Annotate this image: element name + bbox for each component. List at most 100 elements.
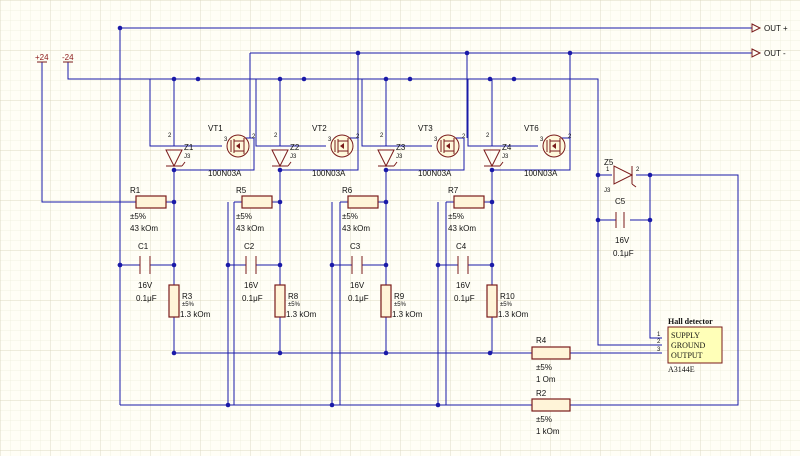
- resistor-tol: ±5%: [394, 302, 407, 308]
- junction-dot: [383, 167, 389, 173]
- hall-pin-num-1: 1: [657, 332, 661, 338]
- c5-volt: 16V: [615, 236, 630, 245]
- mosfet-pin: 3: [434, 137, 438, 143]
- r4-r2: R4 ±5% 1 Om R2 ±5% 1 kOm: [531, 336, 571, 436]
- port-out-neg: OUT -: [764, 49, 786, 58]
- z5-ref: Z5: [604, 158, 614, 167]
- mosfet-part: 100N03A: [524, 169, 558, 178]
- zener-sub: J3: [290, 154, 297, 160]
- resistor-val: 1.3 kOm: [498, 310, 529, 319]
- zener-pin: 2: [168, 133, 172, 139]
- r2-val: 1 kOm: [536, 427, 560, 436]
- resistor-tol: ±5%: [288, 302, 301, 308]
- capacitor-C2: [245, 256, 257, 274]
- mosfet-body: [334, 138, 349, 154]
- c5-ref: C5: [615, 197, 626, 206]
- resistor-R1: [135, 195, 167, 209]
- resistor-R9: [380, 284, 392, 318]
- junction-dot: [171, 167, 177, 173]
- stage-wires: [228, 79, 359, 405]
- hall-pin-output: OUTPUT: [671, 351, 703, 360]
- resistor-val: 43 kOm: [448, 224, 476, 233]
- resistor-R8: [274, 284, 286, 318]
- resistor-val: 1.3 kOm: [180, 310, 211, 319]
- zener-Z1: [165, 149, 183, 168]
- mosfet-ref: VT6: [524, 124, 539, 133]
- hall-title: Hall detector: [668, 317, 713, 326]
- mosfet-arrow: [552, 143, 556, 149]
- zener-bar: [166, 161, 186, 167]
- zener-sub: J3: [184, 154, 191, 160]
- power-and-ports: +24 -24 OUT + OUT -: [35, 23, 788, 63]
- junction-dot: [489, 199, 495, 205]
- zener-ref: Z2: [290, 143, 300, 152]
- mosfet-body: [546, 138, 561, 154]
- zener-bar: [378, 161, 398, 167]
- junction-dot: [171, 199, 177, 205]
- zener-ref: Z4: [502, 143, 512, 152]
- z5-pin-b: 2: [636, 167, 640, 173]
- r4-ref: R4: [536, 336, 547, 345]
- z5-block: Z5 J3 1 2 C5 16V 0.1μF: [595, 158, 662, 339]
- zener-pin: 2: [380, 133, 384, 139]
- mosfet-arrow: [446, 143, 450, 149]
- resistor-tol: ±5%: [236, 212, 252, 221]
- capacitor-val: 0.1μF: [454, 294, 475, 303]
- zener-Z2: [271, 149, 289, 168]
- resistor-tol: ±5%: [130, 212, 146, 221]
- mosfet-part: 100N03A: [208, 169, 242, 178]
- junction-dot: [489, 262, 495, 268]
- resistor-ref: R1: [130, 186, 141, 195]
- mosfet-part: 100N03A: [312, 169, 346, 178]
- capacitor-C4: [457, 256, 469, 274]
- hall-pin-ground: GROUND: [671, 341, 705, 350]
- junction-dot: [435, 262, 441, 268]
- zener-Z4: [483, 149, 501, 168]
- zener-ref: Z3: [396, 143, 406, 152]
- capacitor-volt: 16V: [456, 281, 471, 290]
- capacitor-ref: C3: [350, 242, 361, 251]
- z5-sub: J3: [604, 188, 611, 194]
- capacitor-val: 0.1μF: [348, 294, 369, 303]
- resistor-ref: R9: [394, 292, 405, 301]
- junction-dot: [383, 262, 389, 268]
- resistor-tol: ±5%: [342, 212, 358, 221]
- mosfet-arrow: [340, 143, 344, 149]
- junction-dot: [277, 167, 283, 173]
- zener-sub: J3: [396, 154, 403, 160]
- zener-Z3: [377, 149, 395, 168]
- resistor-ref: R5: [236, 186, 247, 195]
- mosfet-body: [230, 138, 245, 154]
- hall-detector-box: [667, 326, 723, 364]
- capacitor-ref: C2: [244, 242, 255, 251]
- zener-ref: Z1: [184, 143, 194, 152]
- zener-sub: J3: [502, 154, 509, 160]
- junction-dot: [225, 262, 231, 268]
- mosfet-pin: 2: [462, 134, 466, 140]
- mosfet-ref: VT1: [208, 124, 223, 133]
- resistor-ref: R3: [182, 292, 193, 301]
- junction-dot: [277, 199, 283, 205]
- hall-detector: Hall detector SUPPLY GROUND OUTPUT 1 2 3…: [657, 317, 723, 374]
- r4-tol: ±5%: [536, 363, 552, 372]
- hall-pin-supply: SUPPLY: [671, 331, 700, 340]
- resistor-ref: R7: [448, 186, 459, 195]
- junction-dot: [171, 262, 177, 268]
- port-out-pos: OUT +: [764, 24, 788, 33]
- capacitor-volt: 16V: [138, 281, 153, 290]
- r4-val: 1 Om: [536, 375, 556, 384]
- junction-dot: [383, 199, 389, 205]
- mosfet-pin: 3: [540, 137, 544, 143]
- resistor-R6: [347, 195, 379, 209]
- capacitor-volt: 16V: [350, 281, 365, 290]
- resistor-val: 1.3 kOm: [286, 310, 317, 319]
- stage-wires: [120, 79, 255, 353]
- stage-wires: [332, 79, 465, 405]
- mosfet-pin: 3: [328, 137, 332, 143]
- wires: [41, 27, 752, 406]
- mosfet-ref: VT2: [312, 124, 327, 133]
